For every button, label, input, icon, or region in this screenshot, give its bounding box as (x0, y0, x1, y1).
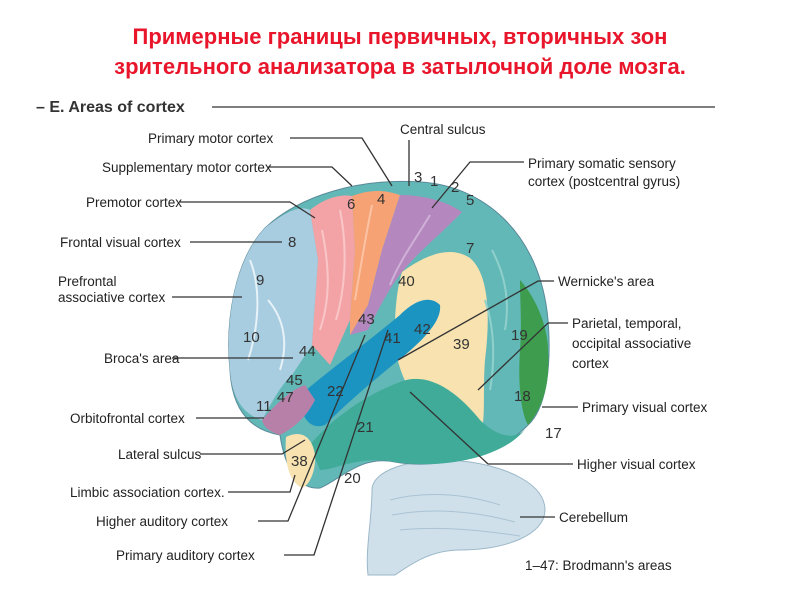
left-labels: Primary motor cortex Supplementary motor… (58, 131, 393, 563)
brodmann-area-numbers: 6 4 3 1 2 5 8 9 7 40 10 43 41 42 39 44 4… (243, 169, 562, 487)
area-label: 2 (451, 179, 459, 196)
label-brodmann-note: 1–47: Brodmann's areas (525, 558, 672, 573)
leader-line (397, 280, 554, 361)
leader-line (228, 474, 296, 493)
leader-line (290, 137, 393, 187)
area-label: 42 (414, 321, 431, 338)
label-brocas-area: Broca's area (104, 351, 180, 366)
label-premotor-cortex: Premotor cortex (86, 195, 182, 210)
area-label: 40 (398, 273, 415, 290)
area-label: 5 (466, 192, 474, 209)
area-label: 41 (384, 330, 401, 347)
area-label: 11 (256, 398, 272, 415)
leader-line (258, 334, 366, 522)
area-label: 7 (466, 240, 474, 257)
gyri-lines (247, 204, 508, 391)
cerebellum-shape (366, 459, 546, 576)
label-supplementary-motor-cortex: Supplementary motor cortex (102, 160, 272, 175)
label-primary-visual-cortex: Primary visual cortex (582, 400, 708, 415)
label-parietal-line-1: Parietal, temporal, (572, 316, 682, 331)
leader-line (431, 161, 524, 209)
page-title: Примерные границы первичных, вторичных з… (0, 22, 800, 82)
area-label: 9 (256, 272, 264, 289)
label-higher-auditory-cortex: Higher auditory cortex (96, 514, 228, 529)
label-limbic-association-cortex: Limbic association cortex. (70, 485, 225, 500)
area-label: 19 (511, 327, 528, 344)
area-label: 45 (286, 372, 303, 389)
label-primary-auditory-cortex: Primary auditory cortex (116, 548, 255, 563)
leader-line (200, 439, 306, 455)
area-label: 1 (430, 173, 438, 190)
right-labels: Central sulcus Primary somatic sensory c… (397, 122, 708, 573)
label-prefrontal-line-2: associative cortex (58, 290, 166, 305)
area-label: 6 (347, 196, 355, 213)
leader-line (477, 322, 568, 391)
area-label: 4 (377, 191, 385, 208)
label-primary-somatic-line-1: Primary somatic sensory (528, 156, 676, 171)
area-label: 8 (288, 234, 296, 251)
area-label: 21 (357, 419, 374, 436)
label-primary-somatic-line-2: cortex (postcentral gyrus) (528, 174, 680, 189)
label-wernickes-area: Wernicke's area (558, 274, 655, 289)
area-label: 18 (514, 388, 531, 405)
leader-line (409, 391, 573, 465)
area-label: 38 (291, 453, 308, 470)
area-label: 3 (414, 169, 422, 186)
label-primary-motor-cortex: Primary motor cortex (148, 131, 274, 146)
label-orbitofrontal-cortex: Orbitofrontal cortex (70, 411, 185, 426)
area-label: 17 (545, 425, 562, 442)
leader-line (180, 201, 316, 219)
title-line-1: Примерные границы первичных, вторичных з… (132, 24, 668, 49)
label-cerebellum: Cerebellum (559, 510, 628, 525)
area-label: 10 (243, 329, 260, 346)
area-label: 39 (453, 336, 470, 353)
label-prefrontal-line-1: Prefrontal (58, 274, 117, 289)
label-parietal-line-3: cortex (572, 356, 609, 371)
area-label: 20 (344, 470, 361, 487)
label-lateral-sulcus: Lateral sulcus (118, 447, 202, 462)
area-label: 47 (277, 389, 294, 406)
area-label: 44 (299, 343, 316, 360)
label-higher-visual-cortex: Higher visual cortex (577, 457, 696, 472)
label-frontal-visual-cortex: Frontal visual cortex (60, 235, 181, 250)
title-line-2: зрительного анализатора в затылочной дол… (114, 54, 686, 79)
label-parietal-line-2: occipital associative (572, 336, 691, 351)
section-heading: – E. Areas of cortex (36, 99, 185, 116)
leader-line (284, 329, 389, 556)
leader-line (268, 166, 353, 187)
area-label: 43 (358, 311, 375, 328)
label-central-sulcus: Central sulcus (400, 122, 486, 137)
